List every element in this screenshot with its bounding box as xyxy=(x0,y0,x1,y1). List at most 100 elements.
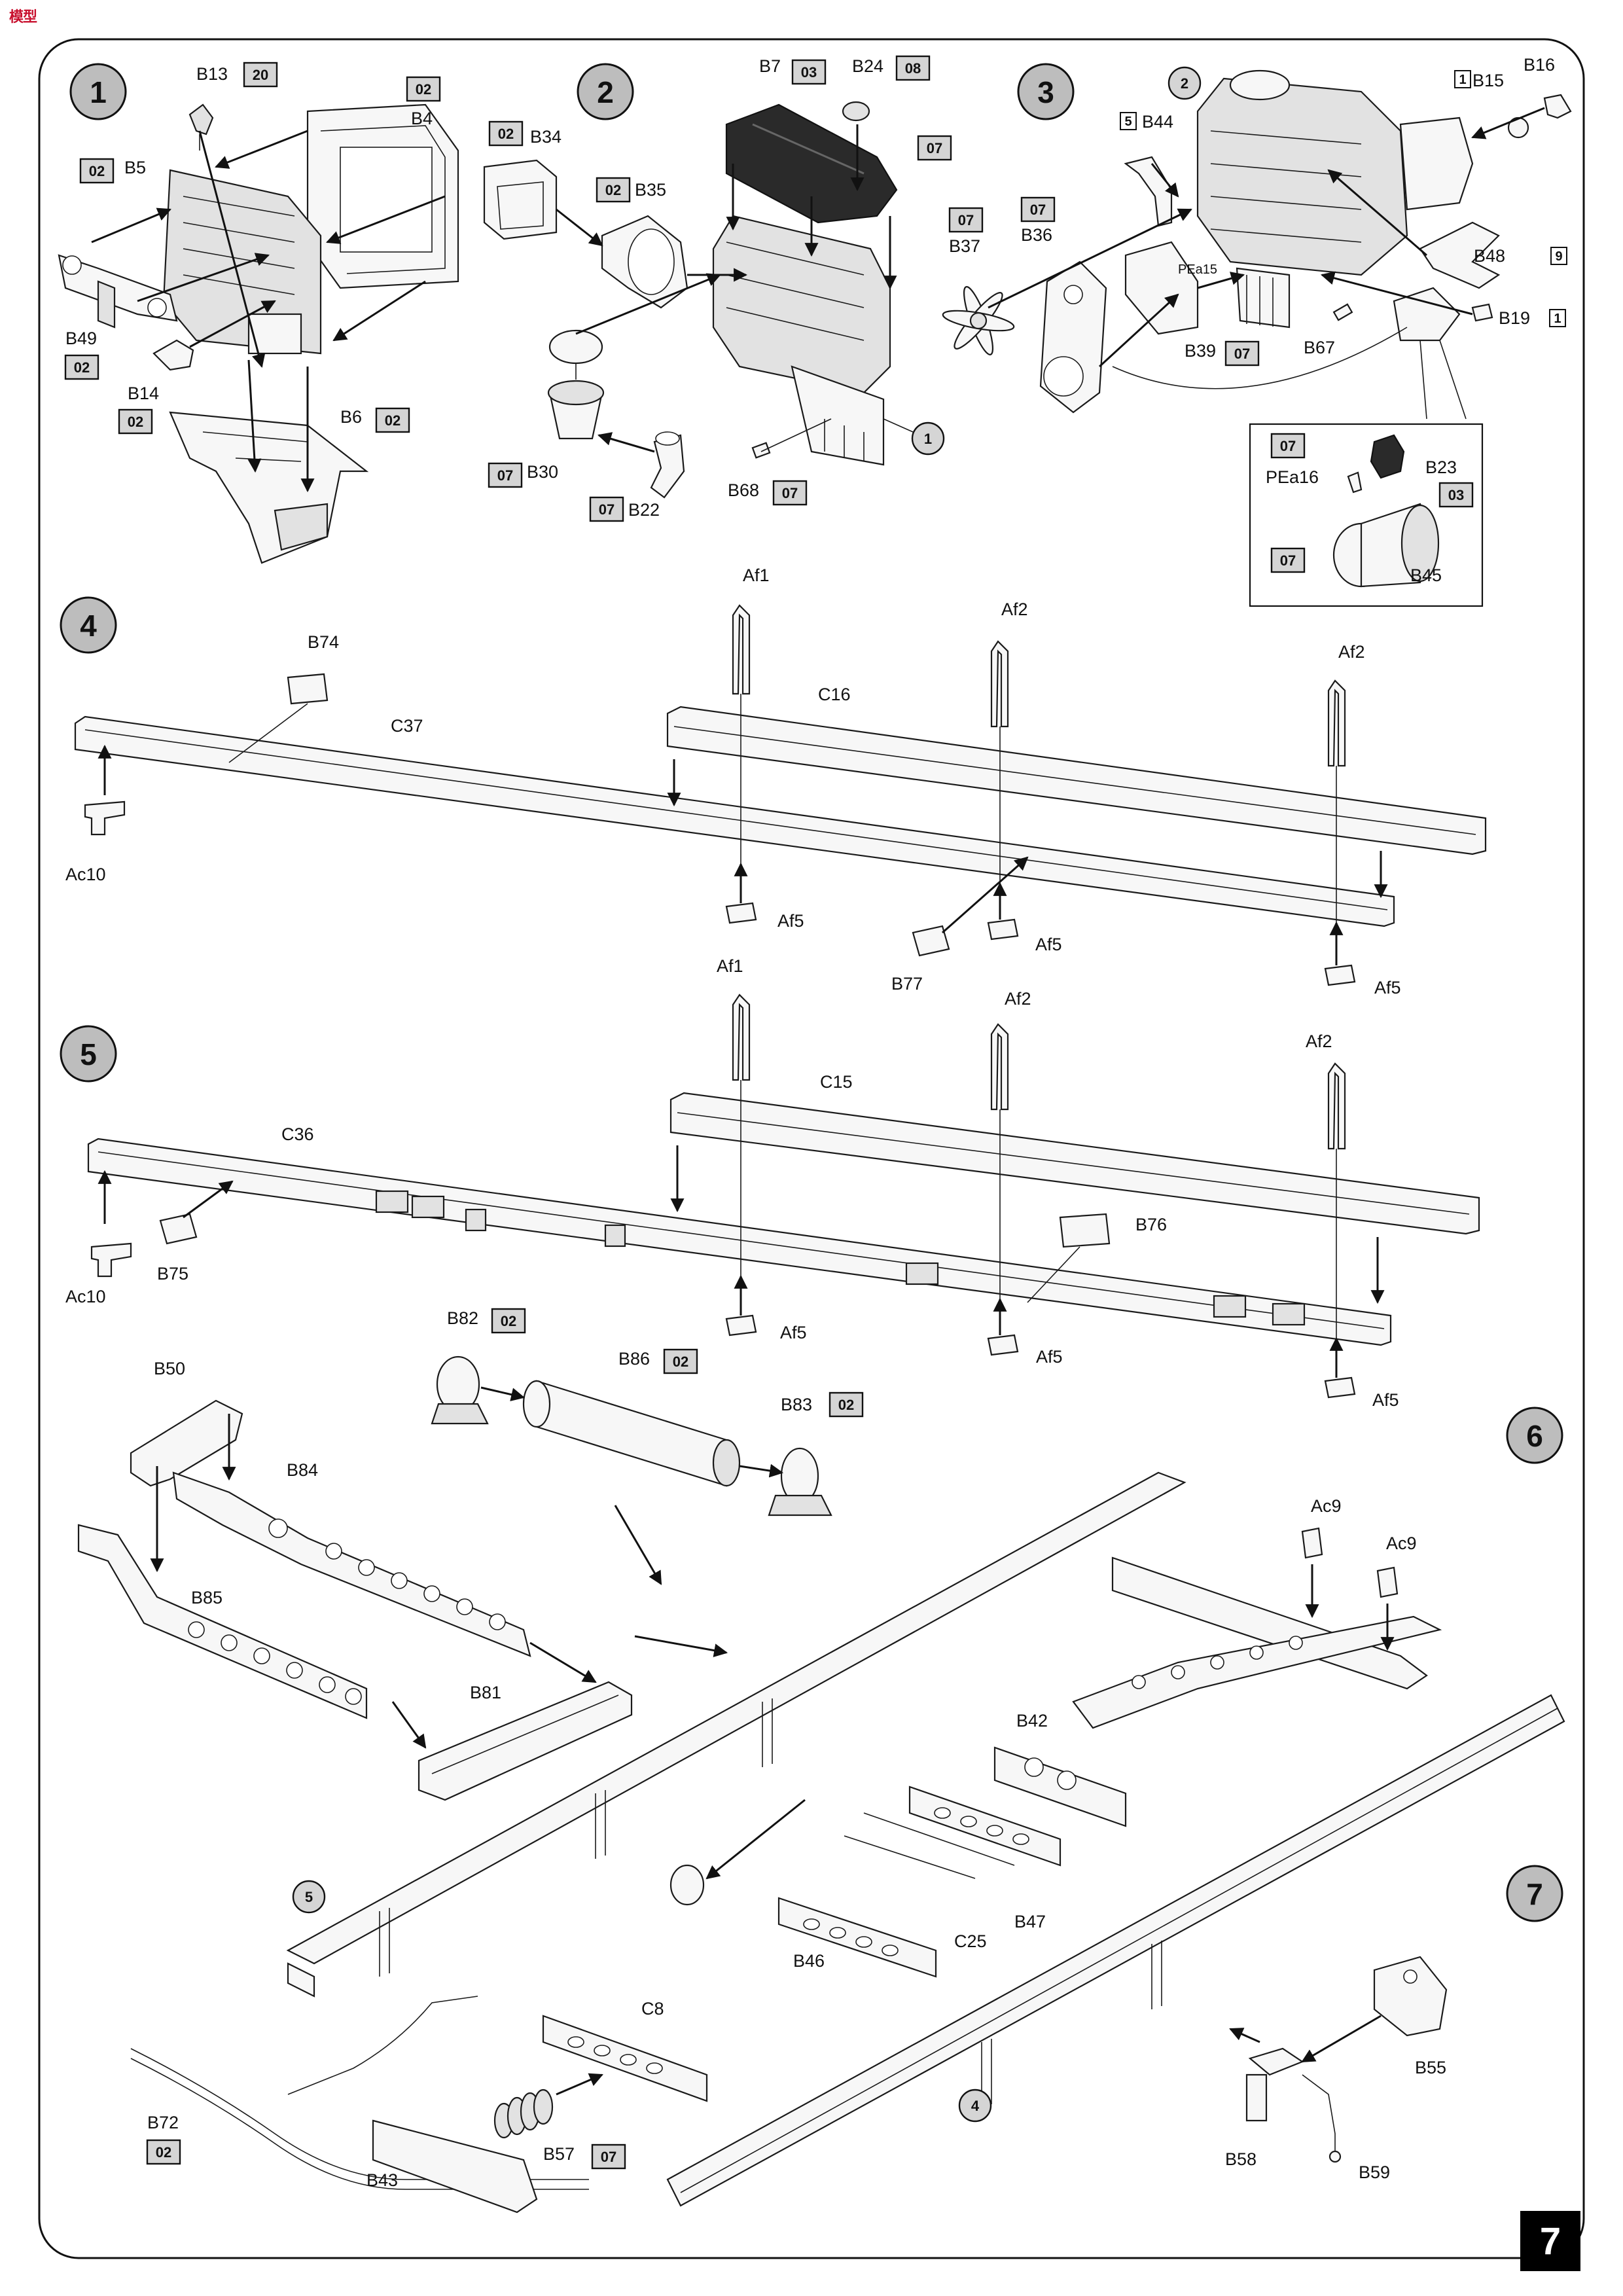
label-b77: B77 xyxy=(891,974,923,994)
paint-b82-box xyxy=(491,1308,526,1334)
label-c25: C25 xyxy=(954,1931,987,1951)
step-5-marker xyxy=(60,1025,117,1083)
part-b68 xyxy=(751,442,771,459)
part-b82 xyxy=(431,1355,489,1425)
paint-b4-box xyxy=(406,76,441,102)
part-b58 xyxy=(1245,2047,1304,2122)
label-b24: B24 xyxy=(852,56,883,76)
label-b42: B42 xyxy=(1016,1711,1048,1731)
step-6-number: 6 xyxy=(1526,1419,1543,1453)
step-3-group: 3 2 xyxy=(942,55,1572,607)
part-af5b-step4 xyxy=(987,918,1019,941)
paint-b14: 02 xyxy=(128,414,143,430)
label-b34: B34 xyxy=(530,127,562,147)
part-b4 xyxy=(306,103,459,289)
paint-b83: 02 xyxy=(838,1397,854,1413)
part-b74 xyxy=(287,673,329,705)
label-af5c-step5: Af5 xyxy=(1372,1390,1399,1410)
part-b49 xyxy=(58,254,178,329)
paint-b34: 02 xyxy=(498,126,514,142)
label-b43: B43 xyxy=(366,2170,398,2190)
label-b39: B39 xyxy=(1185,341,1216,361)
label-b36: B36 xyxy=(1021,225,1052,245)
badge-b44: 5 xyxy=(1124,115,1132,129)
paint-b5: 02 xyxy=(89,163,105,179)
crossmember-b47-holes xyxy=(934,1807,1029,1845)
label-c36: C36 xyxy=(281,1124,314,1144)
label-b72: B72 xyxy=(147,2113,179,2132)
step-2-number: 2 xyxy=(597,75,614,109)
part-af2a-step4 xyxy=(990,640,1009,728)
label-b13: B13 xyxy=(196,64,228,84)
label-b35: B35 xyxy=(635,180,666,200)
step-6-marker xyxy=(1506,1407,1563,1464)
label-b45: B45 xyxy=(1410,565,1442,585)
label-b7: B7 xyxy=(759,56,781,76)
part-b59 xyxy=(1302,2074,1336,2153)
part-b14 xyxy=(152,339,194,371)
label-af2a-step4: Af2 xyxy=(1001,600,1028,619)
label-af5a-step5: Af5 xyxy=(780,1323,807,1342)
label-b14: B14 xyxy=(128,384,159,403)
label-c37: C37 xyxy=(391,716,423,736)
part-b77 xyxy=(912,925,950,957)
label-b55: B55 xyxy=(1415,2058,1446,2077)
part-ac10-step5 xyxy=(90,1242,132,1278)
page-frame xyxy=(38,38,1585,2259)
badge-b15-box xyxy=(1454,70,1471,88)
part-ac9a xyxy=(1301,1527,1323,1559)
part-b84 xyxy=(172,1471,531,1657)
label-ac10-step5: Ac10 xyxy=(65,1287,106,1306)
part-af1-step5 xyxy=(732,994,751,1081)
label-b19: B19 xyxy=(1499,308,1530,328)
paint-b82: 02 xyxy=(501,1313,516,1329)
paint-b49: 02 xyxy=(74,359,90,376)
part-b39 xyxy=(1124,241,1199,335)
paint-b72: 02 xyxy=(156,2144,171,2161)
paint-b7b: 07 xyxy=(927,140,942,156)
callout-1-in-step-2 xyxy=(911,422,945,456)
label-b68: B68 xyxy=(728,480,759,500)
part-af2b-step4 xyxy=(1327,679,1346,767)
step-3-marker xyxy=(1017,63,1075,120)
crossmember-b46-holes xyxy=(803,1918,899,1956)
step-2-group: 2 xyxy=(483,55,952,522)
label-b84: B84 xyxy=(287,1460,318,1480)
paint-b23-box xyxy=(1438,482,1474,508)
part-b83 xyxy=(768,1447,832,1516)
badge-b19: 1 xyxy=(1554,312,1561,326)
label-b83: B83 xyxy=(781,1395,812,1414)
step-2-marker xyxy=(577,63,634,120)
label-pea16: PEa16 xyxy=(1266,467,1319,487)
part-c37 xyxy=(74,715,1395,927)
label-b50: B50 xyxy=(154,1359,185,1378)
part-b44 xyxy=(1124,156,1173,227)
part-af5c-step5 xyxy=(1324,1376,1356,1399)
label-b75: B75 xyxy=(157,1264,188,1283)
part-b85 xyxy=(77,1524,368,1719)
label-b30: B30 xyxy=(527,462,558,482)
step-1-group: 1 xyxy=(58,62,459,564)
label-b74: B74 xyxy=(308,632,339,652)
paint-b35: 02 xyxy=(605,182,621,198)
paint-b35-box xyxy=(596,177,631,203)
paint-b7-box xyxy=(791,59,827,85)
step-7-number: 7 xyxy=(1526,1877,1543,1911)
callout-1-in-step-2-text: 1 xyxy=(924,431,932,447)
part-b45 xyxy=(1332,503,1440,588)
paint-b6-box xyxy=(375,407,410,433)
paint-b30: 07 xyxy=(497,467,513,484)
label-af2a-step5: Af2 xyxy=(1005,989,1031,1009)
paint-inset-top: 07 xyxy=(1280,438,1296,454)
label-b81: B81 xyxy=(470,1683,501,1702)
paint-b5-box xyxy=(79,158,115,184)
part-c36 xyxy=(87,1138,1392,1346)
label-b49: B49 xyxy=(65,329,97,348)
part-b16 xyxy=(1543,94,1572,119)
step-6-group: 6 B82 02 B86 02 B83 02 xyxy=(77,1308,1563,1801)
paint-b86-box xyxy=(663,1348,698,1374)
part-b35 xyxy=(601,215,688,309)
paint-b72-box xyxy=(146,2139,181,2165)
label-b22: B22 xyxy=(628,500,660,520)
part-b24 xyxy=(842,101,870,122)
